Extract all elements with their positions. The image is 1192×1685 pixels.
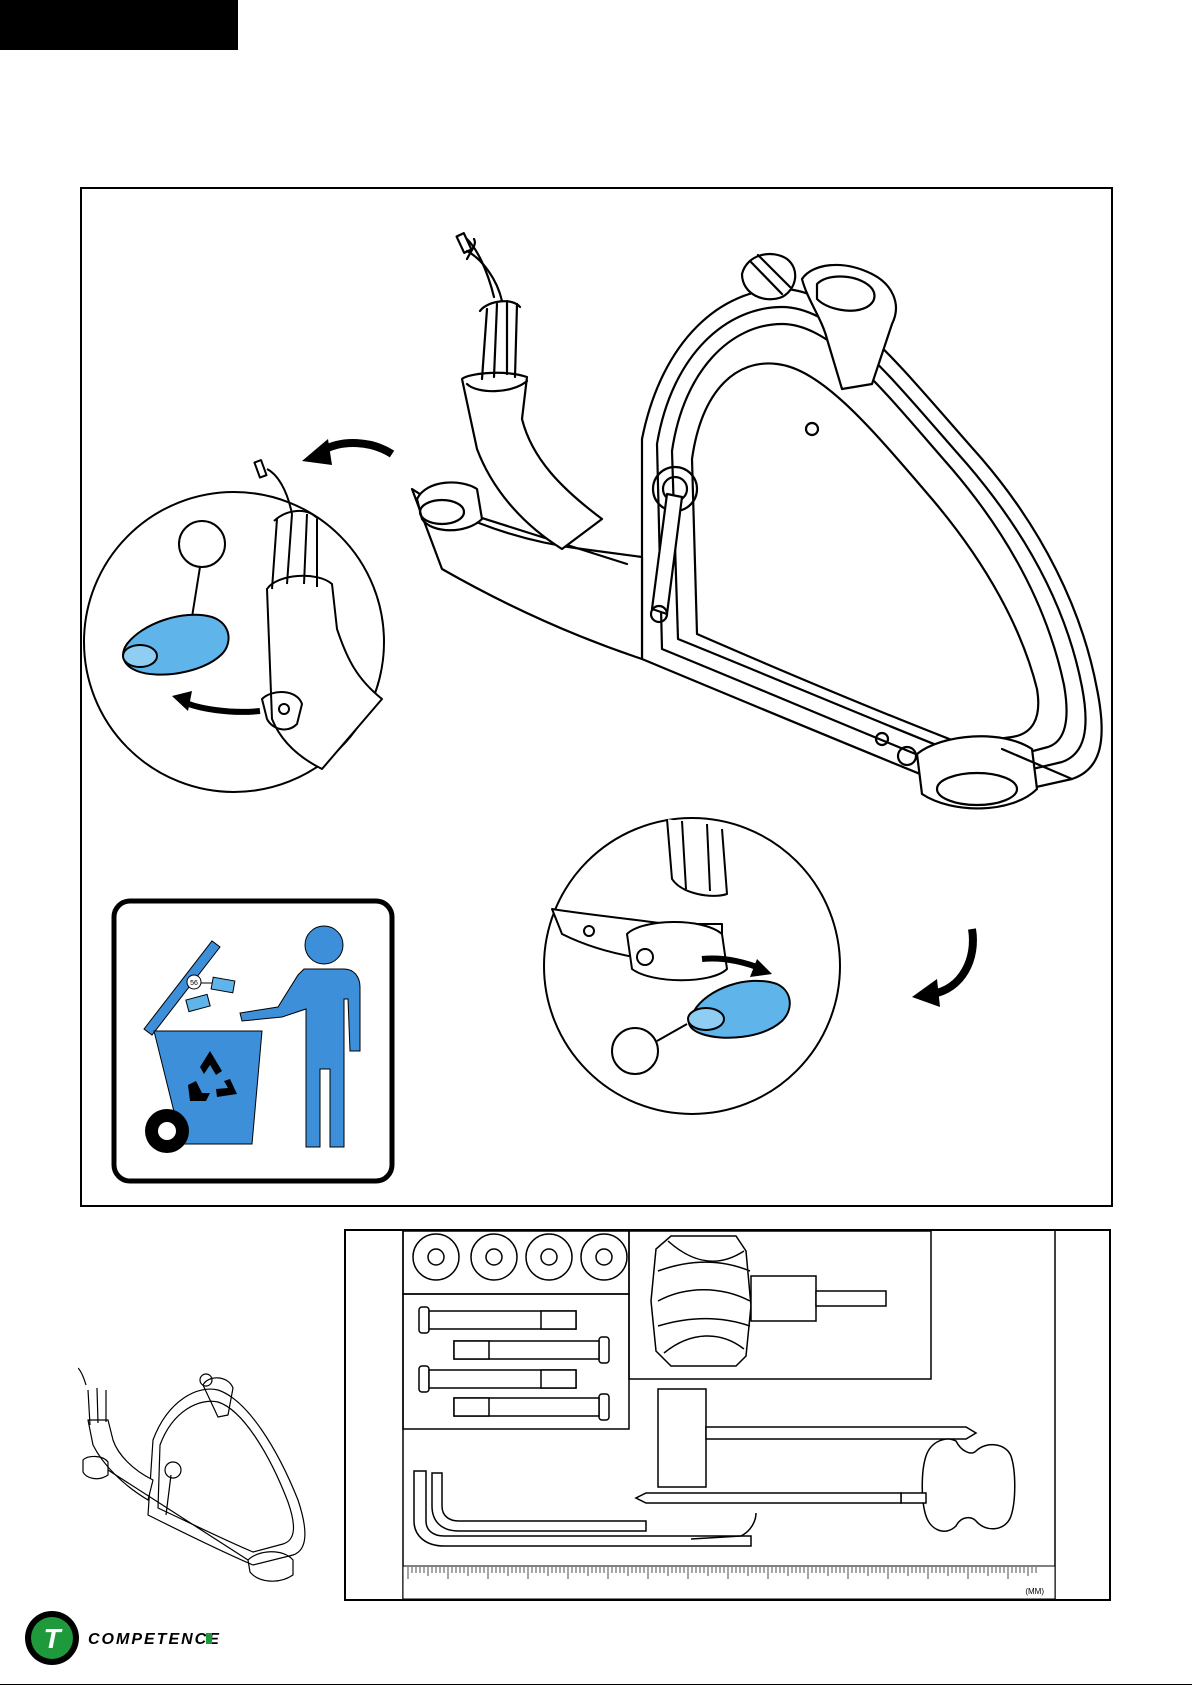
logo-letter: T [43, 1623, 63, 1654]
bolt-icon [419, 1307, 609, 1420]
zoom-detail-front [544, 818, 840, 1114]
main-illustration-frame: 56 [80, 187, 1113, 1207]
brand-name: COMPETENCE [88, 1631, 221, 1648]
washer-icon [413, 1234, 627, 1280]
recycle-bin-icon: 56 [114, 901, 392, 1181]
ruler-icon: (MM) [403, 1566, 1055, 1599]
knob-icon [651, 1236, 886, 1366]
parts-panel: (MM) [344, 1229, 1111, 1601]
section-tab [0, 0, 238, 50]
zoom-detail-rear [84, 460, 384, 792]
bin-part-label: 56 [190, 980, 198, 987]
brand-logo: T COMPETENCE [22, 1606, 222, 1670]
curved-arrow-icon [302, 439, 392, 465]
curved-arrow-icon [912, 929, 973, 1007]
exercise-bike-thumbnail [78, 1360, 323, 1600]
exercise-bike-icon [412, 233, 1102, 808]
ruler-unit-label: (MM) [1025, 1587, 1044, 1596]
hardware-illustration: (MM) [346, 1231, 1109, 1599]
brand-accent-mark [206, 1633, 212, 1644]
assembly-illustration: 56 [82, 189, 1111, 1205]
